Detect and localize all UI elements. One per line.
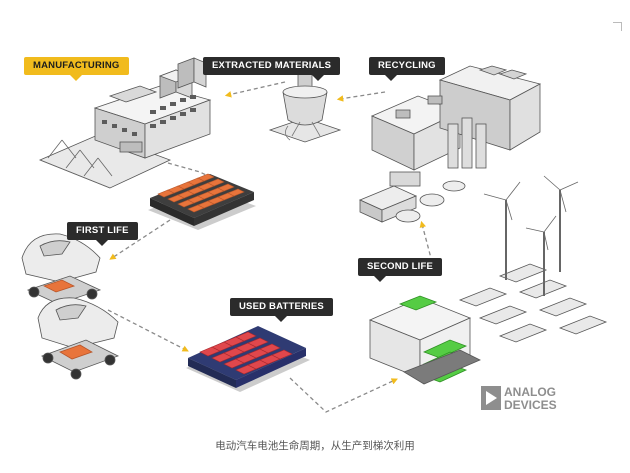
arrow-extraction-to-manufacturing [224,81,286,98]
arrow-used-batteries-to-second-life [289,377,398,413]
second-life-label: SECOND LIFE [358,258,443,282]
analog-devices-wordmark: ANALOG DEVICES [504,386,557,412]
arrow-second-life-to-recycling [419,220,433,263]
second-life-storage-illustration [368,295,481,385]
corner-mark [613,22,622,31]
extracted-materials-illustration [268,65,342,143]
extracted-materials-label: EXTRACTED MATERIALS [203,57,341,81]
analog-devices-logo [481,386,501,410]
logo-line-2: DEVICES [504,398,557,412]
manufacturing-plant-illustration [38,57,212,189]
figure-caption: 电动汽车电池生命周期，从生产到梯次利用 [215,440,415,452]
electric-vehicles-illustration [21,233,120,380]
logo-line-1: ANALOG [504,385,556,399]
first-life-label: FIRST LIFE [67,222,138,246]
arrow-recycling-to-extraction [336,91,386,102]
used-battery-pack-illustration [186,326,310,392]
new-battery-pack-illustration [148,173,256,230]
solar-and-wind-farm-illustration [458,175,608,343]
manufacturing-label: MANUFACTURING [24,57,129,81]
arrow-new-battery-to-first-life [109,219,171,260]
recycling-label: RECYCLING [369,57,445,81]
recycling-plant-illustration [358,65,542,223]
used-batteries-label: USED BATTERIES [230,298,333,322]
flow-arrows [107,81,433,413]
arrow-first-life-to-used-batteries [107,309,189,352]
